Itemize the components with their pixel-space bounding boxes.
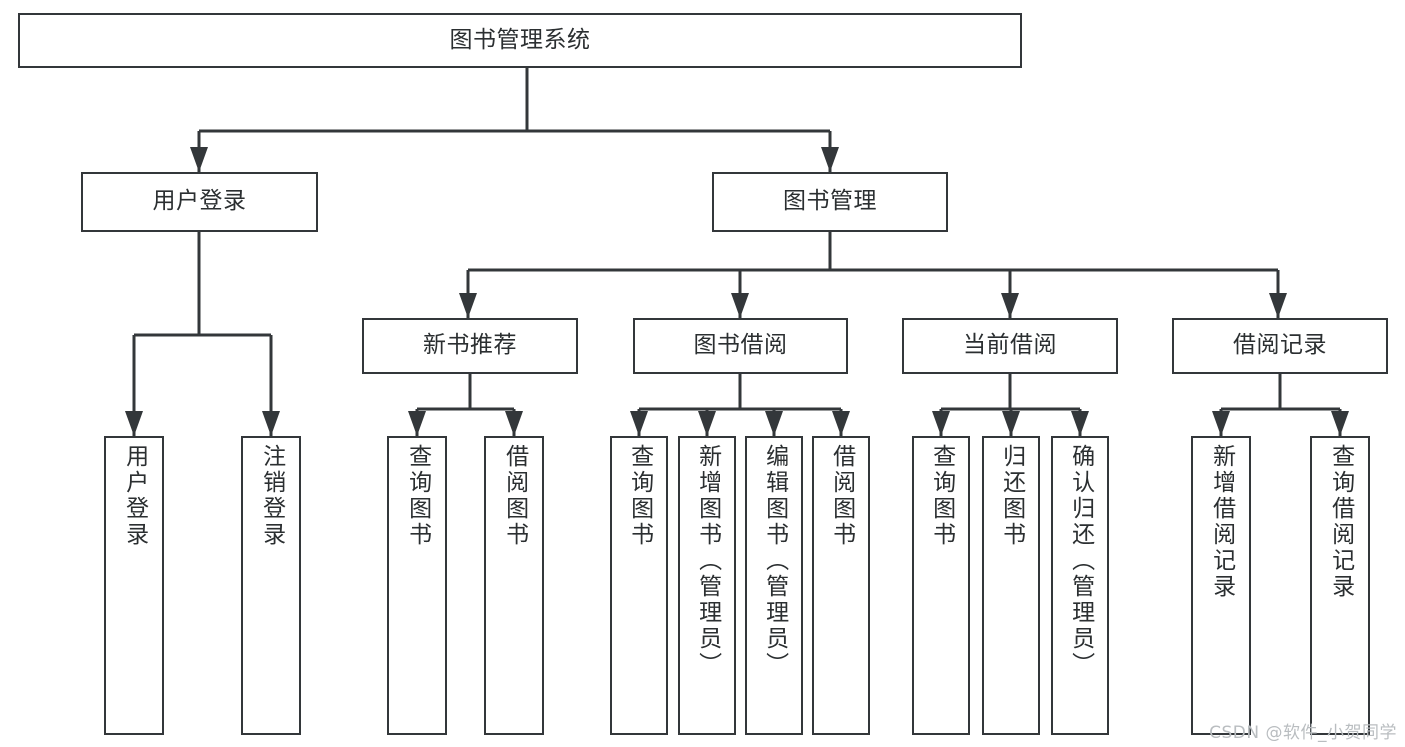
leaf-label: 归还图书: [998, 444, 1025, 548]
leaf-add-book[interactable]: 新增图书（管理员）: [678, 436, 736, 735]
leaf-label: 查询图书: [928, 444, 955, 548]
leaf-label: 注销登录: [258, 444, 285, 548]
node-label: 当前借阅: [963, 332, 1057, 359]
node-book-borrow[interactable]: 图书借阅: [633, 318, 848, 374]
node-book-manage[interactable]: 图书管理: [712, 172, 948, 232]
leaf-label: 查询借阅记录: [1327, 444, 1354, 600]
node-new-book-recommend[interactable]: 新书推荐: [362, 318, 578, 374]
leaf-borrow-book-1[interactable]: 借阅图书: [484, 436, 544, 735]
leaf-return-book[interactable]: 归还图书: [982, 436, 1040, 735]
node-current-borrow[interactable]: 当前借阅: [902, 318, 1118, 374]
leaf-add-record[interactable]: 新增借阅记录: [1191, 436, 1251, 735]
node-label: 图书管理系统: [449, 26, 591, 53]
leaf-label: 借阅图书: [501, 444, 528, 548]
node-borrow-record[interactable]: 借阅记录: [1172, 318, 1388, 374]
node-label: 新书推荐: [423, 332, 517, 359]
node-label: 借阅记录: [1233, 332, 1327, 359]
node-root-system[interactable]: 图书管理系统: [18, 13, 1022, 68]
leaf-label: 用户登录: [121, 444, 148, 548]
node-user-login[interactable]: 用户登录: [81, 172, 318, 232]
leaf-edit-book[interactable]: 编辑图书（管理员）: [745, 436, 803, 735]
node-label: 图书管理: [783, 188, 877, 215]
leaf-borrow-book-2[interactable]: 借阅图书: [812, 436, 870, 735]
leaf-label: 查询图书: [626, 444, 653, 548]
leaf-query-book-2[interactable]: 查询图书: [610, 436, 668, 735]
leaf-query-book-1[interactable]: 查询图书: [387, 436, 447, 735]
leaf-user-login[interactable]: 用户登录: [104, 436, 164, 735]
leaf-query-record[interactable]: 查询借阅记录: [1310, 436, 1370, 735]
leaf-label: 新增图书（管理员）: [694, 444, 721, 678]
node-label: 用户登录: [152, 188, 247, 215]
leaf-query-book-3[interactable]: 查询图书: [912, 436, 970, 735]
node-label: 图书借阅: [693, 332, 788, 359]
leaf-logout[interactable]: 注销登录: [241, 436, 301, 735]
leaf-confirm-return[interactable]: 确认归还（管理员）: [1051, 436, 1109, 735]
leaf-label: 查询图书: [404, 444, 431, 548]
leaf-label: 借阅图书: [828, 444, 855, 548]
leaf-label: 确认归还（管理员）: [1067, 444, 1094, 678]
leaf-label: 新增借阅记录: [1208, 444, 1235, 600]
leaf-label: 编辑图书（管理员）: [761, 444, 788, 678]
watermark-text: CSDN @软件_小贺同学: [1209, 723, 1397, 743]
